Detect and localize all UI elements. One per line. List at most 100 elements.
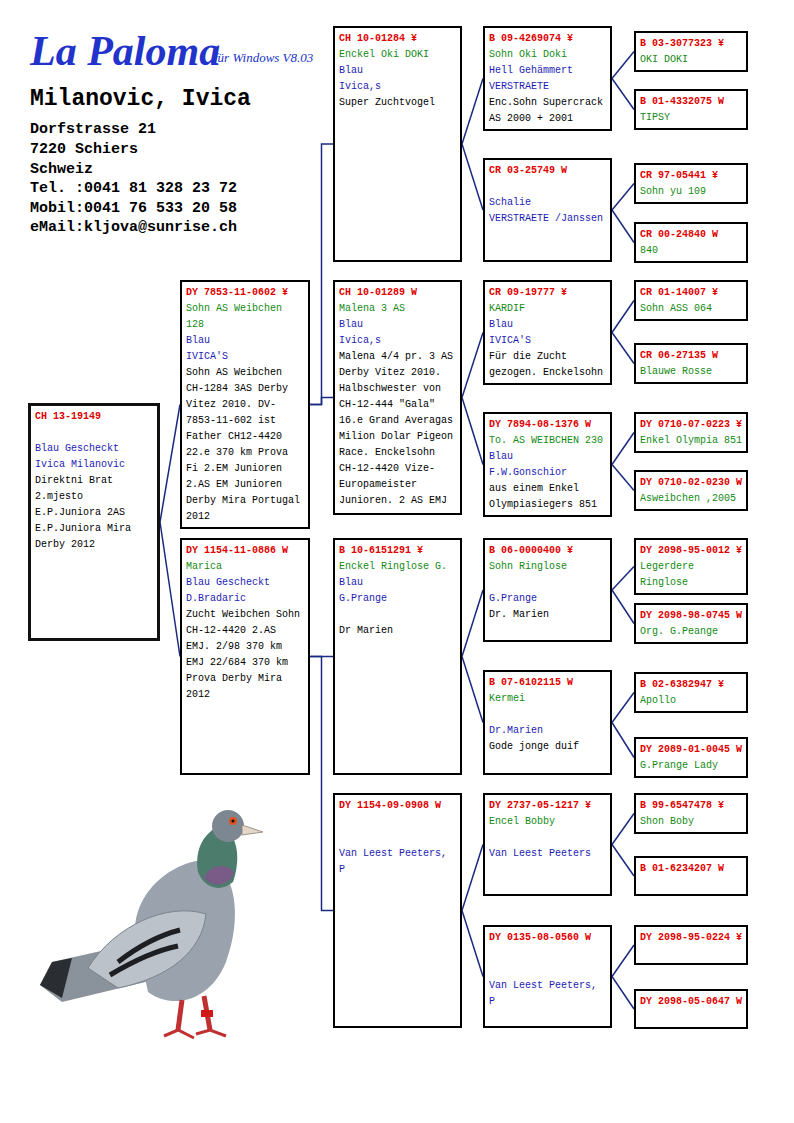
- ring-number: B 03-3077323 ¥: [640, 36, 744, 52]
- pedigree-connector: [160, 405, 180, 523]
- pedigree-box: DY 2089-01-0045 WG.Prange Lady: [634, 737, 748, 778]
- ring-number: DY 2089-01-0045 W: [640, 742, 744, 758]
- pedigree-connector: [612, 433, 634, 465]
- pigeon-eye: [229, 817, 237, 825]
- pedigree-box: DY 2098-95-0012 ¥Legerdere Ringlose: [634, 538, 748, 595]
- pigeon-name: OKI DOKI: [640, 52, 744, 68]
- pedigree-box: DY 1154-09-0908 WVan Leest Peeters, P: [333, 793, 462, 1028]
- pedigree-box: DY 0710-02-0230 WAsweibchen ,2005: [634, 470, 748, 511]
- pedigree-box: DY 0710-07-0223 ¥Enkel Olympia 851: [634, 412, 748, 453]
- pedigree-box: CR 09-19777 ¥KARDIFBlauIVICA'SFür die Zu…: [483, 280, 612, 385]
- pigeon-beak: [242, 825, 263, 835]
- pigeon-name: KARDIF: [489, 301, 608, 317]
- pigeon-info: Van Leest Peeters, P: [489, 978, 608, 1010]
- ring-number: DY 0135-08-0560 W: [489, 930, 608, 946]
- pigeon-name: Kermei: [489, 691, 608, 707]
- app-title: La Paloma: [30, 28, 220, 74]
- pedigree-connector: [310, 398, 333, 405]
- pigeon-info: Ivica,s: [339, 333, 458, 349]
- pigeon-info: Blau: [489, 449, 608, 465]
- pigeon-info: Blau: [186, 333, 306, 349]
- pedigree-connector: [612, 301, 634, 333]
- pigeon-name: TIPSY: [640, 110, 744, 126]
- ring-number: CH 13-19149: [35, 409, 155, 425]
- pigeon-info: Ivica Milanovic: [35, 457, 155, 473]
- ring-number: B 01-4332075 W: [640, 94, 744, 110]
- ring-number: DY 0710-07-0223 ¥: [640, 417, 744, 433]
- pedigree-box: B 10-6151291 ¥Enckel Ringlose G.BlauG.Pr…: [333, 538, 462, 775]
- ring-number: B 02-6382947 ¥: [640, 677, 744, 693]
- pedigree-connector: [462, 590, 483, 657]
- pedigree-box: B 06-0000400 ¥Sohn RingloseG.PrangeDr. M…: [483, 538, 612, 642]
- ring-number: DY 2098-98-0745 W: [640, 608, 744, 624]
- pedigree-connector: [612, 184, 634, 211]
- pigeon-name: To. AS WEIBCHEN 230: [489, 433, 608, 449]
- pigeon-info: Blau Gescheckt: [186, 575, 306, 591]
- pigeon-name: Blauwe Rosse: [640, 364, 744, 380]
- pigeon-name: Enckel Ringlose G.: [339, 559, 458, 575]
- pedigree-box: CR 06-27135 WBlauwe Rosse: [634, 343, 748, 384]
- pedigree-box: B 99-6547478 ¥Shon Boby: [634, 793, 748, 834]
- pigeon-name: Malena 3 AS: [339, 301, 458, 317]
- pedigree-connector: [612, 52, 634, 79]
- pigeon-notes: Zucht Weibchen Sohn CH-12-4420 2.AS EMJ.…: [186, 607, 306, 703]
- owner-address: Mobil:0041 76 533 20 58: [30, 200, 237, 218]
- pedigree-box: CH 10-01284 ¥Enckel Oki DOKIBlauIvica,sS…: [333, 26, 462, 262]
- pedigree-box: CR 97-05441 ¥Sohn yu 109: [634, 163, 748, 204]
- ring-number: CH 10-01289 W: [339, 285, 458, 301]
- owner-address: Tel. :0041 81 328 23 72: [30, 180, 237, 198]
- pigeon-name: Enckel Oki DOKI: [339, 47, 458, 63]
- pigeon-notes: Sohn AS Weibchen CH-1284 3AS Derby Vitez…: [186, 365, 306, 525]
- owner-address: Dorfstrasse 21: [30, 121, 156, 139]
- owner-address: Schweiz: [30, 161, 93, 179]
- pigeon-figure: [40, 810, 263, 1038]
- pigeon-name: Shon Boby: [640, 814, 744, 830]
- pedigree-connector: [612, 590, 634, 624]
- pedigree-box: B 01-4332075 WTIPSY: [634, 89, 748, 130]
- pedigree-box: DY 2098-95-0224 ¥: [634, 925, 748, 965]
- pedigree-box: CR 03-25749 WSchalieVERSTRAETE /Janssen: [483, 158, 612, 262]
- pedigree-connector: [612, 333, 634, 364]
- pigeon-info: Blau: [489, 317, 608, 333]
- pedigree-connector: [462, 79, 483, 145]
- pigeon-name: Sohn ASS 064: [640, 301, 744, 317]
- pedigree-connector: [462, 333, 483, 398]
- pedigree-connector: [612, 465, 634, 491]
- pigeon-name: Sohn Oki Doki: [489, 47, 608, 63]
- pigeon-notes: Dr Marien: [339, 623, 458, 639]
- ring-number: B 09-4269074 ¥: [489, 31, 608, 47]
- pedigree-connector: [462, 398, 483, 465]
- pigeon-info: Blau: [339, 63, 458, 79]
- pigeon-name: Org. G.Peange: [640, 624, 744, 640]
- pigeon-name: G.Prange Lady: [640, 758, 744, 774]
- pedigree-connector: [462, 144, 483, 210]
- ring-number: DY 2098-05-0647 W: [640, 994, 744, 1010]
- pigeon-name: Encel Bobby: [489, 814, 608, 830]
- pedigree-box: B 03-3077323 ¥OKI DOKI: [634, 31, 748, 72]
- pigeon-name: 840: [640, 243, 744, 259]
- ring-number: DY 7853-11-0602 ¥: [186, 285, 306, 301]
- pigeon-info: IVICA'S: [489, 333, 608, 349]
- ring-number: DY 7894-08-1376 W: [489, 417, 608, 433]
- pedigree-connector: [462, 845, 483, 911]
- pigeon-notes: Für die Zucht gezogen. Enckelsohn: [489, 349, 608, 381]
- pigeon-info: Van Leest Peeters, P: [339, 846, 458, 878]
- ring-number: DY 2098-95-0012 ¥: [640, 543, 744, 559]
- pigeon-wing: [88, 911, 206, 988]
- pigeon-info: Schalie: [489, 195, 608, 211]
- owner-name: Milanovic, Ivica: [30, 86, 251, 112]
- ring-number: CH 10-01284 ¥: [339, 31, 458, 47]
- pigeon-notes: Dr. Marien: [489, 607, 608, 623]
- ring-number: B 01-6234207 W: [640, 861, 744, 877]
- ring-number: B 06-0000400 ¥: [489, 543, 608, 559]
- pigeon-leg: [178, 1000, 182, 1030]
- version-note: für Windows V8.03: [214, 50, 313, 66]
- pedigree-connector: [310, 144, 333, 405]
- pigeon-info: Ivica,s: [339, 79, 458, 95]
- ring-number: DY 0710-02-0230 W: [640, 475, 744, 491]
- pedigree-connector: [612, 945, 634, 977]
- pedigree-box: DY 1154-11-0886 WMaricaBlau GeschecktD.B…: [180, 538, 310, 775]
- pigeon-info: Dr.Marien: [489, 723, 608, 739]
- pedigree-connector: [612, 723, 634, 758]
- pedigree-box: DY 2098-98-0745 WOrg. G.Peange: [634, 603, 748, 644]
